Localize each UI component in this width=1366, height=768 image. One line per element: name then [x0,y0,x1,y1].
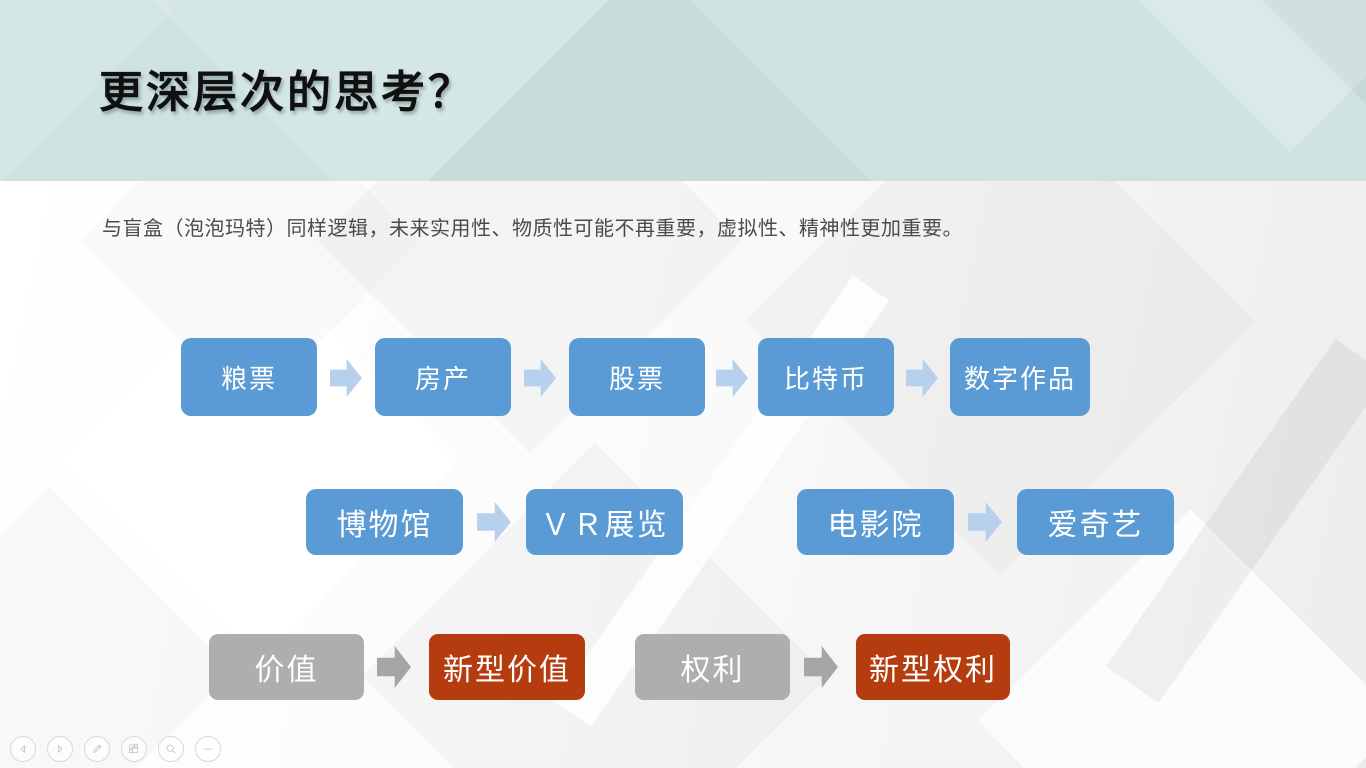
flow-box-shuzizuopin: 数字作品 [950,338,1090,416]
slide-subtitle: 与盲盒（泡泡玛特）同样逻辑，未来实用性、物质性可能不再重要，虚拟性、精神性更加重… [102,216,963,240]
flow-box-bitebi: 比特币 [758,338,894,416]
annotate-pen-button[interactable] [84,736,110,762]
left-triangle-icon [20,745,26,753]
pen-icon [93,744,102,753]
previous-slide-button[interactable] [10,736,36,762]
slide-thumbnails-button[interactable] [121,736,147,762]
ellipsis-icon [204,748,212,750]
flow-box-fangchan: 房产 [375,338,511,416]
more-options-button[interactable] [195,736,221,762]
flow-box-aiqiyi: 爱奇艺 [1017,489,1174,555]
flow-box-dianyingyuan: 电影院 [797,489,954,555]
slide-panels-icon [128,743,139,754]
flow-box-jiazhi: 价值 [209,634,364,700]
right-triangle-icon [57,745,63,753]
flow-box-quanli: 权利 [635,634,790,700]
next-slide-button[interactable] [47,736,73,762]
magnifier-icon [166,744,176,754]
magnifier-button[interactable] [158,736,184,762]
flow-box-liangpiao: 粮票 [181,338,317,416]
slideshow-toolbar [10,736,221,762]
flow-box-xinxing-jiazhi: 新型价值 [429,634,585,700]
flow-box-gupiao: 股票 [569,338,705,416]
flow-box-vr-zhanlan: ＶＲ展览 [526,489,683,555]
slide-header-band [0,0,1366,181]
flow-box-bowuguan: 博物馆 [306,489,463,555]
slide-title: 更深层次的思考？ [99,67,475,118]
flow-box-xinxing-quanli: 新型权利 [856,634,1010,700]
